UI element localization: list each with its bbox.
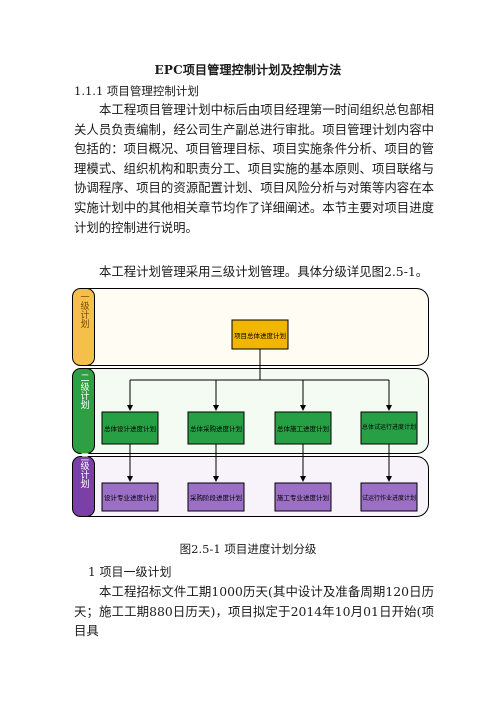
level-3-tab [72, 456, 95, 517]
level-2-band: 二级计划 [72, 368, 429, 454]
level-3-box-2: 采购阶段进度计划 [187, 482, 245, 512]
level-3-box-1-label: 设计专业进度计划 [104, 493, 156, 502]
level-2-box-3-label: 总体施工进度计划 [277, 424, 329, 433]
level-2-box-4: 总体试运行进度计划 [360, 411, 418, 445]
list-item-heading: 1 项目一级计划 [88, 565, 172, 579]
level-3-box-1: 设计专业进度计划 [101, 482, 159, 512]
level-3-box-4-label: 试运行作业进度计划 [362, 494, 416, 502]
level-3-box-3-label: 施工专业进度计划 [277, 493, 329, 502]
level-3-box-2-label: 采购阶段进度计划 [190, 493, 242, 502]
document-title: EPC项目管理控制计划及控制方法 [154, 63, 342, 77]
connectors-1-2 [127, 349, 392, 411]
level-2-box-2-label: 总体采购进度计划 [190, 424, 242, 433]
level-2-box-1: 总体设计进度计划 [101, 411, 159, 445]
level-3-label: 三级计划 [79, 452, 90, 488]
level-1-tab [72, 288, 95, 366]
connectors-2-3 [127, 444, 392, 482]
level-2-label: 二级计划 [79, 373, 90, 409]
figure-caption: 图2.5-1 项目进度计划分级 [179, 542, 317, 556]
level-3-box-3: 施工专业进度计划 [274, 482, 332, 512]
level-2-box-4-label: 总体试运行进度计划 [362, 423, 416, 431]
paragraph-1: 本工程项目管理计划中标后由项目经理第一时间组织总包部相关人员负责编制，经公司生产… [74, 102, 434, 235]
section-heading: 1.1.1 项目管理控制计划 [74, 84, 199, 98]
level-2-box-1-label: 总体设计进度计划 [104, 424, 156, 433]
schedule-level-diagram: 一级计划 二级计划 三级计划 项目总体进度计划 总体设计进度计划 总体采购进度计… [72, 288, 429, 517]
level-2-box-2: 总体采购进度计划 [187, 411, 245, 445]
level-2-tab [72, 368, 95, 454]
level-3-band: 三级计划 [72, 452, 429, 517]
level-3-box-4: 试运行作业进度计划 [360, 482, 418, 512]
level-2-box-3: 总体施工进度计划 [274, 411, 332, 445]
level-1-box-label: 项目总体进度计划 [234, 331, 286, 340]
level-1-label: 一级计划 [79, 292, 90, 328]
paragraph-2: 本工程计划管理采用三级计划管理。具体分级详见图2.5-1。 [99, 264, 429, 279]
paragraph-3: 本工程招标文件工期1000历天(其中设计及准备周期120日历天；施工工期880日… [74, 584, 434, 639]
